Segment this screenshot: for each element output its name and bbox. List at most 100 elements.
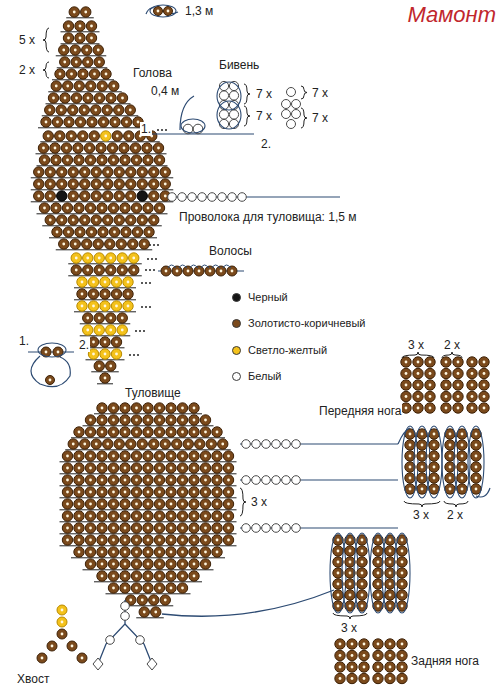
bead-hole [445, 361, 448, 364]
bead-hole [227, 479, 230, 482]
bead [106, 253, 116, 263]
bead [178, 193, 187, 202]
bead [108, 463, 118, 473]
bead-hole [198, 443, 201, 446]
bracket [444, 501, 468, 507]
bead [120, 559, 130, 569]
bead-hole [121, 257, 124, 260]
bead [177, 559, 187, 569]
bead [62, 463, 72, 473]
bead [397, 650, 407, 660]
bead-hole [78, 503, 81, 506]
bead-hole [389, 643, 392, 646]
bead-hole [78, 527, 81, 530]
bead [103, 191, 113, 201]
bead-hole [147, 467, 150, 470]
bead [441, 368, 451, 378]
wire-loop [402, 426, 418, 498]
bead [164, 7, 173, 16]
bead-hole [129, 195, 132, 198]
bead-hole [152, 599, 155, 602]
legend-text: Золотисто-коричневый [248, 317, 365, 330]
bead-hole [106, 171, 109, 174]
bead-hole [98, 97, 101, 100]
bead [74, 475, 84, 485]
wire-line [66, 17, 94, 18]
bead [467, 380, 477, 390]
bead [223, 523, 233, 533]
bead-hole [193, 455, 196, 458]
bead [212, 523, 222, 533]
bead [143, 427, 153, 437]
bead-hole [135, 431, 138, 434]
bead [91, 167, 101, 177]
bead [149, 191, 159, 201]
bead-hole [86, 61, 89, 64]
bead [429, 473, 439, 483]
legend-text: Светло-желтый [248, 344, 327, 357]
bead [139, 607, 149, 617]
bead-hole [170, 527, 173, 530]
bead-hole [78, 491, 81, 494]
title: Мамонт [407, 2, 496, 28]
bead-hole [221, 443, 224, 446]
bead-hole [170, 455, 173, 458]
bead [82, 239, 92, 249]
bead-hole [109, 257, 112, 260]
bead [166, 571, 176, 581]
bracket [43, 62, 49, 78]
bead-hole [377, 550, 380, 553]
bead-hole [401, 539, 404, 542]
bead [51, 155, 61, 165]
bead-hole [66, 467, 69, 470]
bead [425, 368, 435, 378]
bead [385, 546, 395, 556]
bead [98, 227, 108, 237]
bead [282, 100, 291, 109]
bead [429, 440, 439, 450]
bead-hole [158, 539, 161, 542]
bead-hole [135, 575, 138, 578]
bead-hole [115, 293, 118, 296]
bead-hole [401, 643, 404, 646]
bead-hole [389, 677, 392, 680]
bead [272, 476, 281, 485]
bead-hole [75, 61, 78, 64]
repeat-count: 3 x [250, 495, 268, 509]
bead-hole [475, 466, 478, 469]
bead [69, 7, 79, 17]
bead [292, 100, 301, 109]
bead [413, 391, 423, 401]
bead-hole [193, 527, 196, 530]
bead-hole [433, 488, 436, 491]
bead-hole [349, 561, 352, 564]
bead [212, 511, 222, 521]
bead [131, 559, 141, 569]
bead-hole [123, 147, 126, 150]
bead-hole [124, 563, 127, 566]
bead [120, 535, 130, 545]
bead [83, 93, 93, 103]
bead-hole [95, 195, 98, 198]
bead-hole [449, 477, 452, 480]
bead [97, 463, 107, 473]
bead [106, 93, 116, 103]
bead [373, 650, 383, 660]
bead [114, 167, 124, 177]
bead [467, 391, 477, 401]
bead [479, 368, 489, 378]
bead [100, 349, 110, 359]
bead-hole [101, 539, 104, 542]
bead-hole [135, 467, 138, 470]
bead [223, 499, 233, 509]
bead [292, 524, 301, 533]
bead-hole [79, 25, 82, 28]
bead-hole [72, 443, 75, 446]
bead-hole [449, 433, 452, 436]
bead [154, 523, 164, 533]
bead [425, 357, 435, 367]
bead [154, 511, 164, 521]
bead-hole [129, 109, 132, 112]
bead [108, 155, 118, 165]
bead [62, 499, 72, 509]
